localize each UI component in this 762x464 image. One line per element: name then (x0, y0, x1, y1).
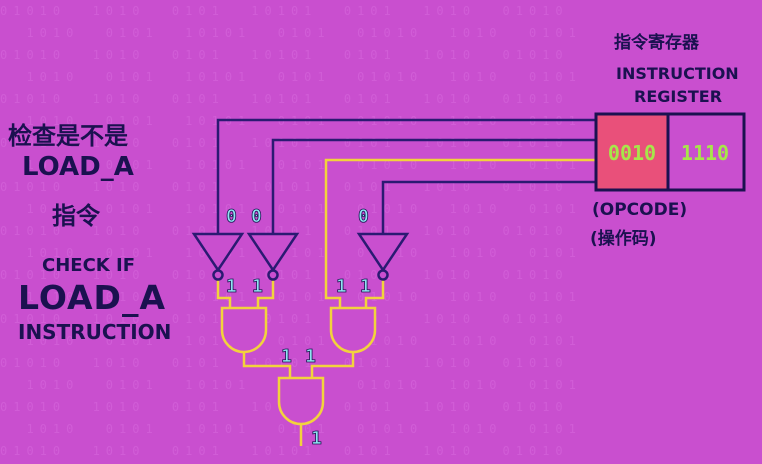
wire-not2-out (256, 280, 275, 308)
not-output-2: 1 (252, 276, 263, 297)
register-title-line2: REGISTER (634, 87, 723, 106)
opcode-label-cn: (操作码) (590, 229, 657, 249)
register-title-line1: INSTRUCTION (616, 64, 739, 83)
not-output-1: 1 (226, 276, 237, 297)
and-output-1: 1 (281, 346, 292, 367)
register-title-cn: 指令寄存器 (614, 33, 699, 53)
and-gate-final (277, 376, 325, 426)
not-gate-2-bubble (267, 269, 279, 281)
not-gate-1-bubble (212, 269, 224, 281)
wire-and2-out (310, 352, 355, 378)
not-input-1: 0 (226, 206, 237, 227)
and2-input-2: 1 (360, 276, 371, 297)
operand-bits: 1110 (681, 141, 729, 165)
check-title-cn2: 指令 (52, 202, 100, 230)
and-gate-2 (329, 306, 377, 354)
not-gate-2 (246, 232, 300, 273)
and-gate-1 (220, 306, 268, 354)
opcode-cell (597, 115, 668, 189)
check-title-cn: 检查是不是 (8, 122, 128, 150)
check-if-label: CHECK IF (42, 255, 135, 276)
load-a-label: LOAD_A (18, 278, 166, 317)
not-gate-3 (356, 232, 410, 273)
opcode-label: (OPCODE) (592, 200, 688, 220)
wire-bit2 (271, 138, 596, 234)
wire-bit1 (324, 158, 596, 308)
not-gate-3-bubble (377, 269, 389, 281)
not-input-3: 0 (358, 206, 369, 227)
and2-input-1: 1 (336, 276, 347, 297)
wire-not3-out (364, 280, 385, 308)
not-gate-1 (191, 232, 245, 273)
wire-not1-out (216, 280, 232, 308)
and-output-2: 1 (305, 346, 316, 367)
opcode-bits: 0010 (608, 141, 656, 165)
not-input-2: 0 (251, 206, 262, 227)
wire-and1-out (242, 352, 292, 378)
final-output: 1 (311, 428, 322, 449)
instruction-label: INSTRUCTION (18, 320, 172, 344)
check-title-load: LOAD_A (22, 152, 134, 182)
wire-bit0 (381, 180, 596, 234)
wire-bit3 (216, 118, 596, 234)
